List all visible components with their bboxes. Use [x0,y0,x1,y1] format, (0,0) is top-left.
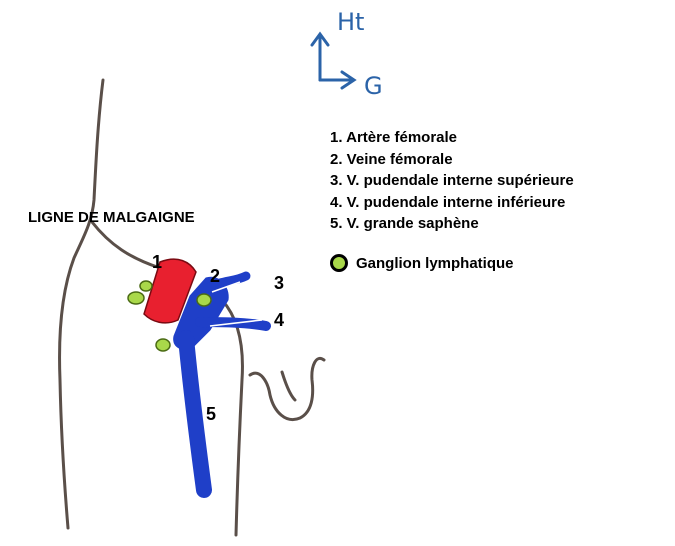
ganglion-dot-icon [330,254,348,272]
legend-item: 3. V. pudendale interne supérieure [330,170,574,192]
great-saphenous-vein [186,338,204,490]
number-2: 2 [210,266,220,286]
ganglion-legend-label: Ganglion lymphatique [356,255,514,272]
legend-item: 2. Veine fémorale [330,149,574,171]
lymph-node [156,339,170,351]
number-5: 5 [206,404,216,424]
number-3: 3 [274,273,284,293]
right-arrow-icon [320,72,354,88]
malgaigne-label: LIGNE DE MALGAIGNE [28,209,195,226]
legend: 1. Artère fémorale 2. Veine fémorale 3. … [330,127,574,235]
lymph-node [140,281,152,291]
legend-item: 1. Artère fémorale [330,127,574,149]
outer-contour [60,80,103,528]
lymph-node [197,294,211,306]
malgaigne-line [92,222,160,268]
number-1: 1 [152,252,162,272]
up-arrow-icon [312,34,328,80]
ganglion-legend: Ganglion lymphatique [330,254,514,272]
genital-inner-line [282,372,295,400]
thigh-inner-contour [222,300,242,535]
lymph-node [128,292,144,304]
number-4: 4 [274,310,284,330]
legend-item: 5. V. grande saphène [330,213,574,235]
side-label: G [364,72,383,100]
up-label: Ht [337,8,364,36]
legend-item: 4. V. pudendale interne inférieure [330,192,574,214]
venous-system [174,276,266,490]
orientation-arrows [312,34,354,88]
